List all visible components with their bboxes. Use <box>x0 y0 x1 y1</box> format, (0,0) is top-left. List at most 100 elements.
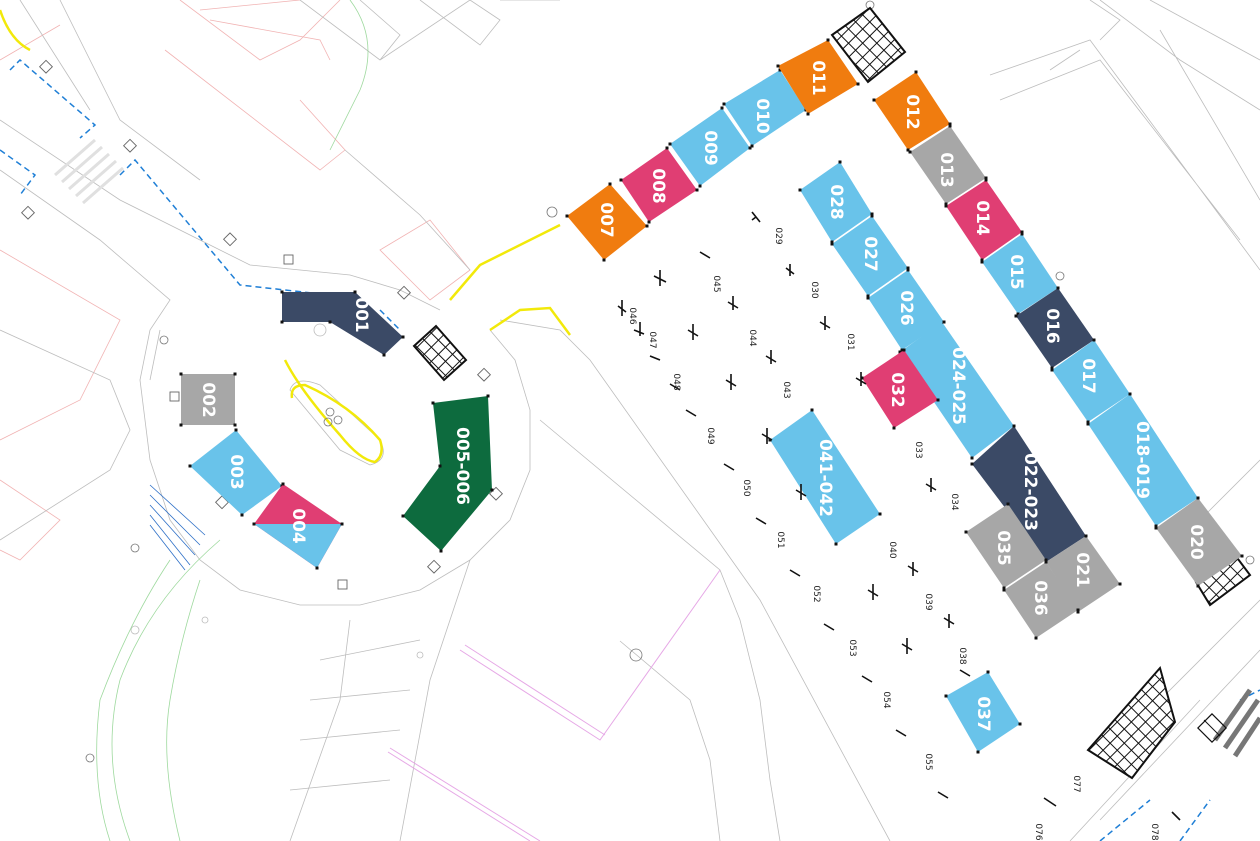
stall-corner-mark <box>914 70 918 74</box>
spot-label-040: 040 <box>887 541 897 558</box>
stall-corner-mark <box>1154 526 1158 530</box>
stall-002[interactable]: 002 <box>179 372 237 427</box>
stall-041-042[interactable]: 041-042 <box>768 408 882 546</box>
stall-corner-mark <box>1014 314 1018 318</box>
hatched-area <box>830 6 907 84</box>
stall-corner-mark <box>830 240 834 244</box>
stall-032[interactable]: 032 <box>860 348 940 430</box>
stall-009[interactable]: 009 <box>668 106 752 188</box>
stall-corner-mark <box>1196 496 1200 500</box>
stall-corner-mark <box>768 438 772 442</box>
spot-label-033: 033 <box>913 441 923 458</box>
spot-label-046: 046 <box>627 307 637 324</box>
stall-corner-mark <box>438 464 442 468</box>
stall-015[interactable]: 015 <box>980 232 1060 316</box>
stall-037[interactable]: 037 <box>944 670 1022 754</box>
stall-corner-mark <box>1128 392 1132 396</box>
stall-label: 010 <box>752 98 772 134</box>
stall-036[interactable]: 036 <box>1002 560 1080 640</box>
stall-corner-mark <box>778 68 782 72</box>
spot-label-076: 076 <box>1033 823 1043 840</box>
stall-label: 001 <box>351 297 371 333</box>
stall-011[interactable]: 011 <box>776 38 860 116</box>
stall-corner-mark <box>1086 420 1090 424</box>
stall-corner-mark <box>970 462 974 466</box>
stall-corner-mark <box>280 320 284 324</box>
stall-014[interactable]: 014 <box>944 178 1024 262</box>
stall-010[interactable]: 010 <box>722 68 808 148</box>
stall-label: 027 <box>860 236 880 272</box>
stall-label: 011 <box>808 60 828 96</box>
stall-008[interactable]: 008 <box>619 146 699 224</box>
spot-label-029: 029 <box>773 227 783 244</box>
stall-corner-mark <box>1020 232 1024 236</box>
stall-013[interactable]: 013 <box>908 124 988 206</box>
stall-corner-mark <box>826 38 830 42</box>
stall-027[interactable]: 027 <box>830 214 910 298</box>
stall-corner-mark <box>856 82 860 86</box>
stall-corner-mark <box>866 296 870 300</box>
stall-label: 007 <box>596 202 616 238</box>
stall-026[interactable]: 026 <box>866 268 946 352</box>
stall-corner-mark <box>233 423 237 427</box>
stall-corner-mark <box>1012 424 1016 428</box>
stall-corner-mark <box>695 188 699 192</box>
stall-corner-mark <box>872 98 876 102</box>
stall-corner-mark <box>984 176 988 180</box>
spot-label-051: 051 <box>775 531 785 548</box>
stall-corner-mark <box>806 112 810 116</box>
spot-label-031: 031 <box>845 333 855 350</box>
stall-corner-mark <box>810 408 814 412</box>
stall-001[interactable]: 001 <box>280 290 405 357</box>
stall-label: 032 <box>887 372 907 408</box>
stall-corner-mark <box>976 750 980 754</box>
stall-corner-mark <box>340 522 344 526</box>
stall-corner-mark <box>1118 582 1122 586</box>
stall-corner-mark <box>179 423 183 427</box>
stall-corner-mark <box>870 212 874 216</box>
stall-corner-mark <box>647 220 651 224</box>
stall-label: 026 <box>896 290 916 326</box>
stall-004[interactable]: 004 <box>252 482 344 570</box>
stall-corner-mark <box>980 260 984 264</box>
stall-018-019[interactable]: 018-019 <box>1086 392 1200 528</box>
stall-020[interactable]: 020 <box>1154 496 1244 588</box>
stall-corner-mark <box>870 214 874 218</box>
stall-016[interactable]: 016 <box>1014 286 1096 370</box>
stall-corner-mark <box>1092 338 1096 342</box>
stall-corner-mark <box>665 146 669 150</box>
stall-corner-mark <box>1034 636 1038 640</box>
stall-corner-mark <box>942 320 946 324</box>
stall-corner-mark <box>898 350 902 354</box>
spot-label-043: 043 <box>781 381 791 398</box>
stalls-layer: 001 002 003 004 005-006 007 008 009 <box>179 38 1244 754</box>
stall-corner-mark <box>1018 722 1022 726</box>
stall-028[interactable]: 028 <box>798 160 874 244</box>
stall-corner-mark <box>1084 534 1088 538</box>
spot-label-034: 034 <box>949 493 959 510</box>
stall-012[interactable]: 012 <box>872 70 952 152</box>
stall-corner-mark <box>980 258 984 262</box>
stall-label: 002 <box>198 382 218 418</box>
stall-corner-mark <box>233 372 237 376</box>
stall-035[interactable]: 035 <box>964 502 1048 590</box>
stall-corner-mark <box>353 290 357 294</box>
stall-label: 009 <box>700 130 720 166</box>
stall-corner-mark <box>944 204 948 208</box>
stall-corner-mark <box>830 242 834 246</box>
stall-corner-mark <box>602 258 606 262</box>
stall-corner-mark <box>1002 586 1006 590</box>
hatched-area <box>412 324 468 382</box>
spot-label-039: 039 <box>923 593 933 610</box>
stall-007[interactable]: 007 <box>565 182 649 262</box>
stall-corner-mark <box>906 268 910 272</box>
stall-corner-mark <box>188 464 192 468</box>
stall-corner-mark <box>1020 230 1024 234</box>
stall-corner-mark <box>798 188 802 192</box>
stall-021[interactable]: 021 <box>1044 534 1122 614</box>
spot-label-049: 049 <box>705 427 715 444</box>
stall-005-006[interactable]: 005-006 <box>401 394 494 553</box>
stall-corner-mark <box>748 146 752 150</box>
stall-corner-mark <box>1196 584 1200 588</box>
stall-corner-mark <box>1006 502 1010 506</box>
